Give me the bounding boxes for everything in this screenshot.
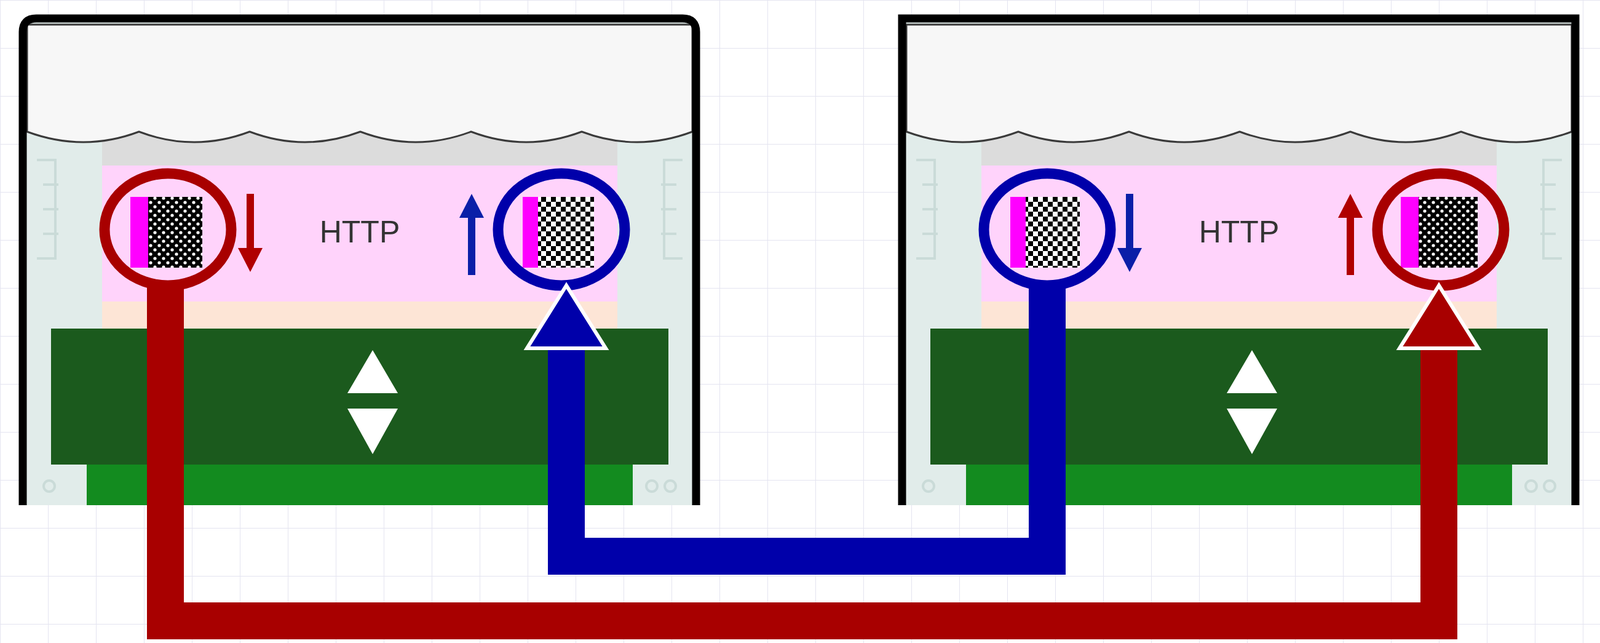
layer-label: HTTP bbox=[1199, 215, 1280, 250]
arrowhead bbox=[526, 285, 606, 349]
highlight-circle bbox=[1377, 173, 1505, 286]
data-flow-connector bbox=[526, 285, 1048, 556]
layer-label: HTTP bbox=[319, 215, 401, 250]
right-computer bbox=[905, 22, 1572, 505]
case-border bbox=[22, 18, 697, 505]
highlight-circle bbox=[983, 173, 1111, 286]
protocol-layer: HTTP bbox=[981, 178, 1497, 286]
up-arrow bbox=[459, 193, 484, 218]
socket-icon bbox=[148, 196, 203, 268]
connector-line bbox=[566, 285, 1048, 556]
connector-line bbox=[165, 285, 1439, 621]
socket-icon bbox=[538, 196, 595, 268]
highlight-circle bbox=[498, 173, 625, 286]
down-arrow bbox=[237, 247, 263, 272]
up-arrow bbox=[1346, 216, 1355, 275]
down-arrow bbox=[246, 193, 254, 251]
left-computer bbox=[26, 22, 693, 505]
highlight-circle bbox=[104, 173, 232, 286]
socket-stripe bbox=[1400, 196, 1419, 268]
up-arrow bbox=[467, 216, 476, 275]
case-border bbox=[902, 18, 1576, 505]
data-flow-connector bbox=[165, 285, 1479, 621]
socket-stripe bbox=[522, 196, 539, 268]
socket-stripe bbox=[130, 196, 149, 268]
protocol-layer: HTTP bbox=[102, 178, 618, 286]
up-arrow bbox=[1338, 193, 1363, 218]
socket-stripe bbox=[1010, 196, 1026, 268]
down-arrow bbox=[1125, 193, 1134, 251]
socket-icon bbox=[1025, 196, 1080, 268]
down-arrow bbox=[1117, 247, 1142, 272]
socket-icon bbox=[1418, 196, 1478, 268]
arrowhead bbox=[1399, 285, 1479, 349]
